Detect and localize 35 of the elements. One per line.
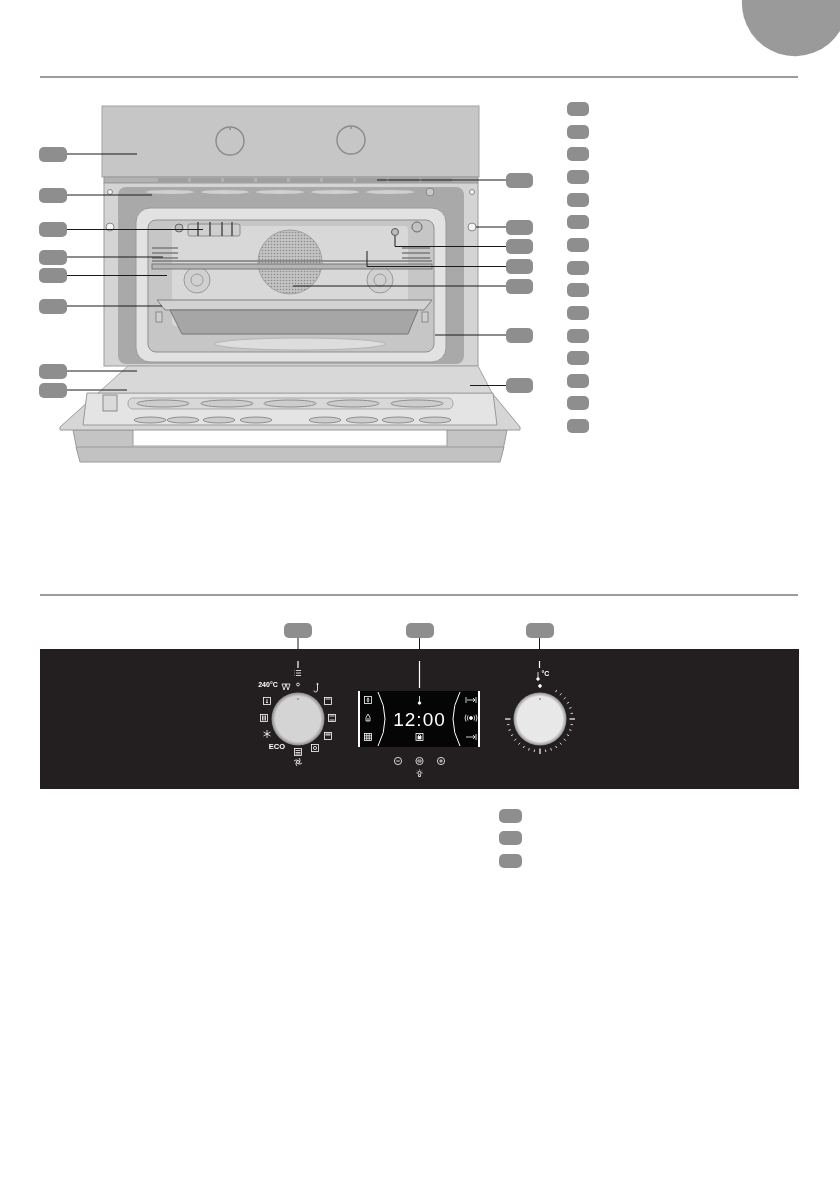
- callout-badge: [284, 623, 312, 638]
- key-badge: [567, 102, 589, 116]
- callout-badge: [39, 268, 67, 283]
- key-badge: [567, 215, 589, 230]
- key-badge: [567, 260, 589, 275]
- key-badge: [567, 373, 589, 388]
- callout-badge: [39, 146, 67, 162]
- key-badge: [567, 169, 589, 184]
- key-badge: [567, 351, 589, 366]
- display-screen: [358, 691, 480, 747]
- key-badge: [567, 328, 589, 343]
- key-badge: [567, 396, 589, 411]
- key-badge: [499, 831, 522, 845]
- callout-badge: [39, 298, 67, 314]
- callout-badge: [39, 249, 67, 265]
- leader-line: [539, 637, 540, 650]
- key-badge: [567, 419, 589, 434]
- key-badge: [499, 808, 522, 823]
- callout-badge: [406, 623, 434, 638]
- control-panel: [40, 649, 799, 789]
- callout-badge: [39, 187, 67, 203]
- time-readout: 12:00: [393, 709, 446, 728]
- key-badge: [499, 853, 522, 868]
- key-badge: [567, 147, 589, 162]
- key-badge: [567, 192, 589, 207]
- leader-line: [297, 637, 299, 650]
- callout-badge: [39, 382, 67, 398]
- key-badge: [567, 237, 589, 252]
- callout-badge: [526, 623, 554, 638]
- key-badge: [567, 283, 589, 298]
- key-badge: [567, 305, 589, 320]
- callout-badge: [39, 222, 67, 237]
- key-badge: [567, 124, 589, 139]
- leader-line: [419, 637, 420, 650]
- callout-badge: [39, 363, 67, 379]
